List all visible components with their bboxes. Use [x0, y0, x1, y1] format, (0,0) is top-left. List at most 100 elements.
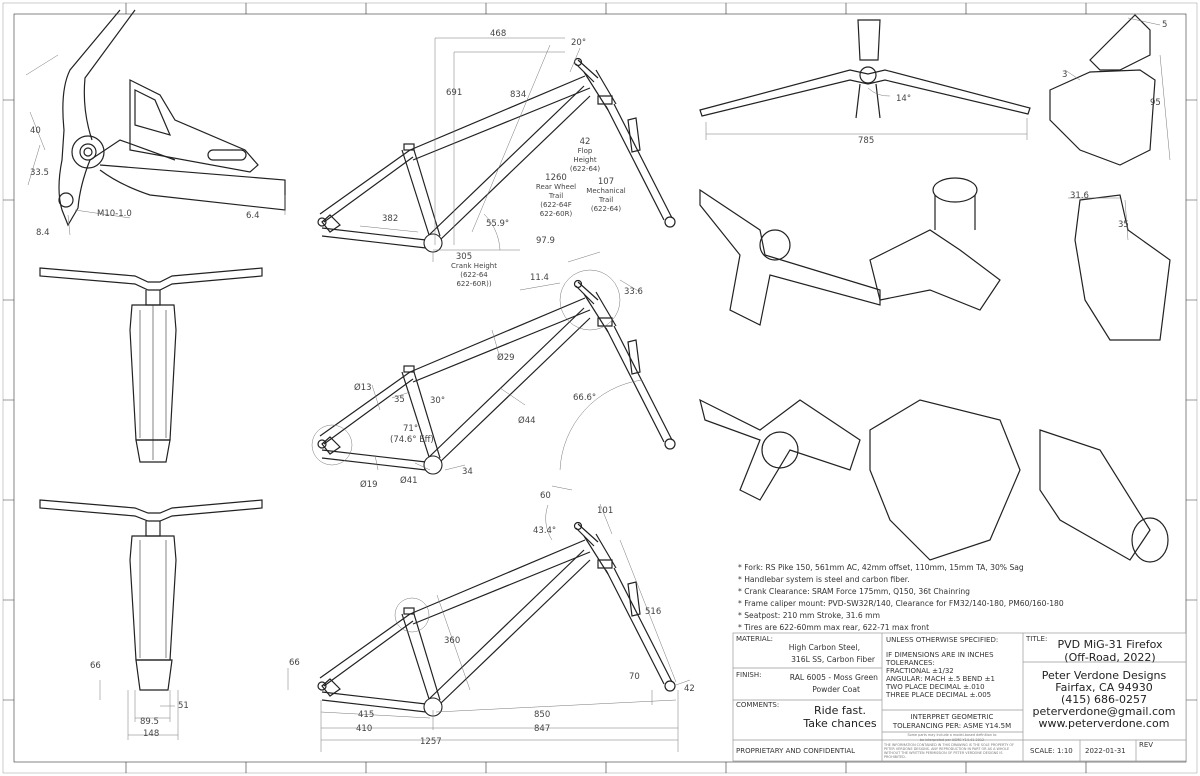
rear-trail-label: 1260 Rear Wheel Trail (622-64F 622-60R)	[536, 173, 576, 218]
dim-148: 148	[143, 729, 159, 739]
dim-11-4: 11.4	[530, 273, 549, 283]
crank-height-label: 305 Crank Height (622-64 622-60R))	[451, 252, 497, 288]
front-view-lower: 66 51 89.5 148	[39, 499, 263, 740]
comments-label: COMMENTS:	[736, 701, 779, 709]
legal-line2: PETER VERDONE DESIGNS. ANY REPRODUCTION …	[884, 747, 1009, 751]
drawing-subtitle: (Off-Road, 2022)	[1064, 651, 1155, 664]
tolerance-line5: TWO PLACE DECIMAL ±.010	[885, 683, 985, 691]
flop-tire: (622-64)	[570, 165, 601, 173]
dim-33-5: 33.5	[30, 168, 49, 178]
dim-42: 42	[684, 684, 695, 694]
drawing-date: 2022-01-31	[1085, 747, 1126, 755]
legal-line1: THE INFORMATION CONTAINED IN THIS DRAWIN…	[883, 743, 1014, 747]
dim-seatstay-dia: Ø13	[354, 382, 372, 393]
isometric-details	[699, 177, 1169, 563]
dim-31-6: 31.6	[1070, 191, 1089, 201]
dim-sweep: 14°	[896, 94, 911, 104]
crank-height-value: 305	[456, 252, 472, 262]
model-based-line2: be interpreted per ASME Y14.41-2012	[920, 738, 984, 742]
dim-51: 51	[178, 701, 189, 711]
tolerance-line4: ANGULAR: MACH ±.5 BEND ±1	[886, 675, 995, 683]
dim-415: 415	[358, 710, 374, 720]
dim-down-tube-dia: Ø44	[518, 415, 536, 426]
tube-side-view: 97.9 11.4 33.6 Ø29 Ø13 35 30° 71° (74.6°…	[311, 236, 676, 490]
dim-516: 516	[645, 607, 661, 617]
dim-bar-angle: 20°	[571, 38, 586, 48]
dim-6-4: 6.4	[246, 211, 260, 221]
dim-reach: 468	[490, 29, 506, 39]
dim-66: 66	[289, 658, 300, 668]
dim-30-deg: 30°	[430, 396, 445, 406]
note-fork: * Fork: RS Pike 150, 561mm AC, 42mm offs…	[738, 563, 1024, 572]
dim-101: 101	[597, 506, 613, 516]
dim-35: 35	[394, 395, 405, 405]
flop-text2: Height	[573, 156, 596, 164]
comments-line1: Ride fast.	[814, 704, 866, 717]
interpret-line1: INTERPRET GEOMETRIC	[911, 713, 994, 721]
dim-847: 847	[534, 724, 550, 734]
mech-trail-label: 107 Mechanical Trail (622-64)	[586, 177, 625, 213]
note-tires: * Tires are 622-60mm max rear, 622-71 ma…	[738, 623, 929, 632]
dim-60: 60	[540, 491, 551, 501]
legal-line4: PROHIBITED.	[884, 755, 906, 759]
rear-trail-value: 1260	[545, 173, 567, 183]
flop-value: 42	[580, 137, 591, 147]
handlebar-top-view: 785 14°	[699, 19, 1031, 146]
scale-label: SCALE: 1:10	[1030, 747, 1073, 755]
company-website: www.peterverdone.com	[1039, 717, 1170, 730]
dim-360: 360	[444, 636, 460, 646]
material-line1: High Carbon Steel,	[789, 643, 860, 652]
tolerance-line2: TOLERANCES:	[885, 659, 935, 667]
interpret-line2: TOLERANCING PER: ASME Y14.5M	[892, 722, 1011, 730]
title-block: MATERIAL: High Carbon Steel, 316L SS, Ca…	[732, 632, 1187, 762]
dim-handlebar-width: 785	[858, 136, 874, 146]
rear-trail-text1: Rear Wheel	[536, 183, 576, 191]
note-seatpost: * Seatpost: 210 mm Stroke, 31.6 mm	[738, 611, 880, 620]
geometry-side-view: 468 691 834 20° 382 55.9° 305 Crank Heig…	[317, 29, 676, 288]
dim-850: 850	[534, 710, 550, 720]
mech-trail-text2: Trail	[598, 196, 613, 204]
crank-height-tire1: (622-64	[460, 271, 488, 279]
legal-line3: WITHOUT THE WRITTEN PERMISSION OF PETER …	[884, 751, 1003, 755]
dim-top-tube-dia: Ø29	[497, 352, 515, 363]
tolerance-line6: THREE PLACE DECIMAL ±.005	[885, 691, 991, 699]
company-phone: (415) 686-0257	[1061, 693, 1147, 706]
dim-head-angle: 66.6°	[573, 393, 596, 403]
stem-detail-view: 5 3 95 31.6 35	[1049, 14, 1171, 341]
proprietary-label: PROPRIETARY AND CONFIDENTIAL	[736, 747, 855, 755]
dim-33-6: 33.6	[624, 287, 643, 297]
dim-97-9: 97.9	[536, 236, 555, 246]
tolerance-line3: FRACTIONAL ±1/32	[886, 667, 954, 675]
thread-label: M10-1.0	[97, 209, 132, 219]
finish-line2: Powder Coat	[812, 685, 860, 694]
dim-95: 95	[1150, 98, 1161, 108]
dim-seat-angle-71: 71°	[403, 424, 418, 434]
front-view-upper	[39, 267, 263, 463]
mech-trail-value: 107	[598, 177, 614, 187]
dim-seat-tube: 834	[510, 90, 526, 100]
mech-trail-tire: (622-64)	[591, 205, 622, 213]
dim-chainstay-dia: Ø19	[360, 479, 378, 490]
comments-line2: Take chances	[802, 717, 876, 730]
material-line2: 316L SS, Carbon Fiber	[791, 655, 876, 664]
mech-trail-text1: Mechanical	[586, 187, 625, 195]
dropout-detail-view: 40 33.5 M10-1.0 8.4 6.4	[25, 9, 286, 238]
note-crank: * Crank Clearance: SRAM Force 175mm, Q15…	[738, 587, 970, 596]
finish-line1: RAL 6005 - Moss Green	[790, 673, 878, 682]
crank-height-tire2: 622-60R))	[456, 280, 491, 288]
dim-chainstay: 382	[382, 214, 398, 224]
company-email: peterverdone@gmail.com	[1033, 705, 1176, 718]
title-label: TITLE:	[1025, 635, 1047, 643]
dim-89-5: 89.5	[140, 717, 159, 727]
unless-specified: UNLESS OTHERWISE SPECIFIED:	[886, 636, 998, 644]
dim-410: 410	[356, 724, 372, 734]
note-handlebar: * Handlebar system is steel and carbon f…	[738, 575, 910, 584]
dim-8-4: 8.4	[36, 228, 50, 238]
company-name: Peter Verdone Designs	[1042, 669, 1167, 682]
finish-label: FINISH:	[736, 671, 761, 679]
flop-text1: Flop	[578, 147, 593, 155]
dim-bb-dia: Ø41	[400, 475, 418, 486]
dim-eff-angle: (74.6° Eff)	[390, 435, 434, 445]
